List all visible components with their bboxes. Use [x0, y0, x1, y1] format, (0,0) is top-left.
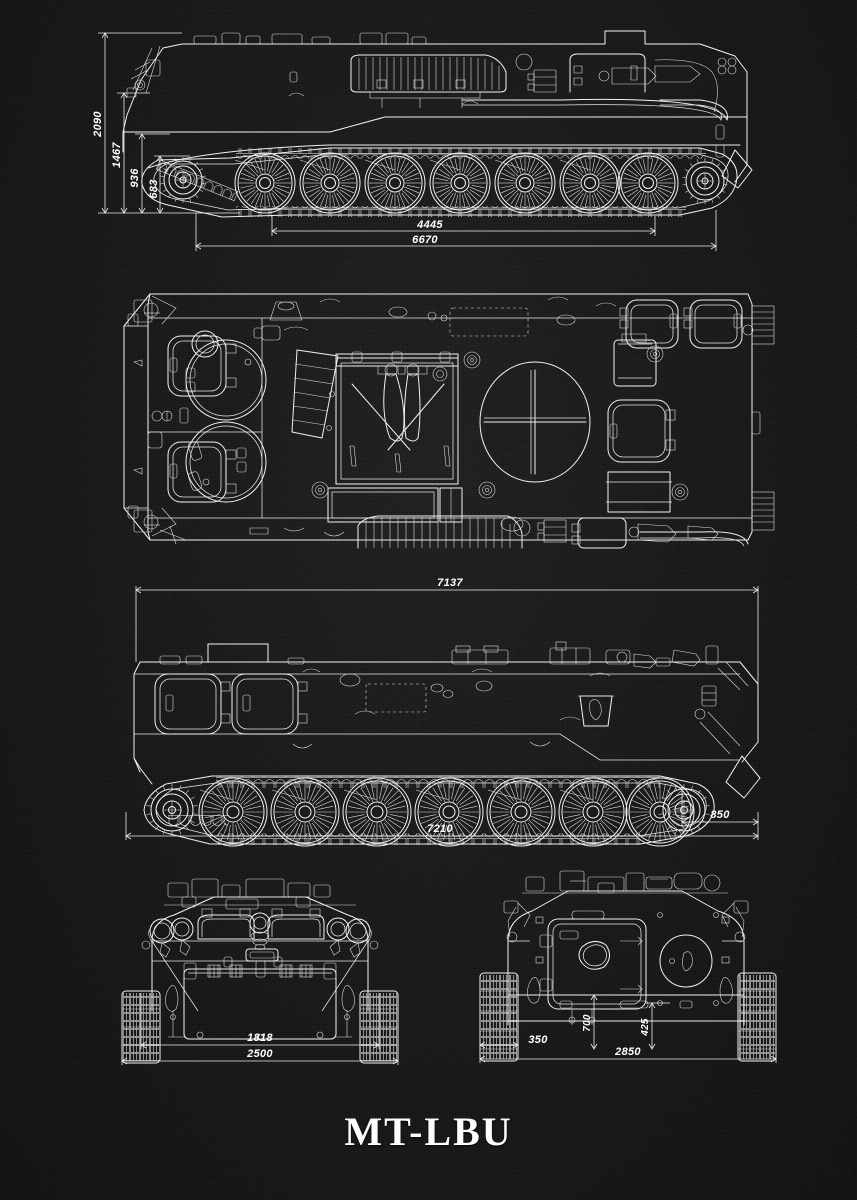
crew-hatches-plan — [167, 335, 237, 503]
rear-hatches-plan — [619, 299, 754, 349]
dimension-2090 — [98, 32, 240, 214]
page-title: MT-LBU — [344, 1109, 513, 1154]
dimension-label-1818: 1818 — [247, 1032, 273, 1044]
dimension-6670 — [195, 210, 717, 251]
track-blocks-rear — [479, 972, 777, 1062]
hull-outline-plan — [123, 293, 775, 541]
dimension-1467 — [117, 92, 150, 214]
inspection-ports-plan — [311, 345, 689, 501]
dimension-label-7210: 7210 — [427, 823, 453, 835]
headlights-front — [141, 917, 379, 958]
dimension-label-7137: 7137 — [437, 577, 463, 589]
dimension-700 — [588, 994, 612, 1050]
trim-vane-front — [183, 956, 337, 1041]
view-side-left: 7137 7210 850 — [0, 562, 857, 855]
dimension-7137 — [135, 586, 759, 684]
dimension-4445 — [271, 216, 656, 236]
turret-ring-plan — [479, 361, 591, 483]
louvre-ramp-plan — [291, 349, 339, 439]
deck-fittings-side-right — [126, 32, 753, 189]
hull-outline-rear — [507, 890, 745, 1026]
dimension-label-850: 850 — [710, 809, 730, 821]
running-gear-side-right — [141, 145, 738, 221]
dimension-1818 — [140, 993, 380, 1049]
dimensions-side-left: 7137 7210 850 — [125, 577, 759, 840]
idler-wheel — [681, 157, 729, 205]
grab-handle-front — [245, 948, 279, 962]
hull-side-detail-left — [154, 641, 761, 799]
circular-port-rear — [659, 934, 713, 988]
front-corner-fittings — [127, 295, 187, 545]
rear-door — [539, 910, 647, 1025]
dimensions-rear: 700 425 350 2850 — [479, 994, 777, 1063]
roof-fittings-rear — [522, 870, 728, 894]
tow-cable — [461, 59, 728, 122]
dimension-label-1467: 1467 — [111, 142, 123, 168]
equipment-platform-plan — [335, 351, 459, 485]
view-rear: 700 425 350 2850 — [460, 845, 800, 1075]
dimension-936 — [135, 133, 170, 214]
roof-fittings-front — [164, 878, 356, 910]
engine-louvres — [350, 54, 507, 108]
view-front: 1818 2500 — [90, 845, 430, 1075]
hatch-covers-front — [197, 908, 325, 940]
dimension-683 — [154, 155, 190, 214]
deck-details-left — [133, 359, 189, 475]
dimension-2850 — [479, 1035, 777, 1063]
dimension-850 — [681, 786, 759, 826]
hull-outline-side-right — [122, 30, 748, 183]
dimension-2500 — [121, 1033, 399, 1065]
dimension-label-350: 350 — [528, 1034, 548, 1046]
dimension-label-2090: 2090 — [92, 111, 104, 138]
latch-rods-rear — [527, 977, 733, 1004]
dimensions-side-right: 2090 1467 936 683 4445 — [92, 32, 717, 251]
view-side-right: 2090 1467 936 683 4445 — [0, 0, 857, 280]
engine-louvres-plan — [357, 515, 749, 549]
dimension-425 — [646, 1002, 670, 1050]
hatch-rings-plan — [185, 330, 267, 503]
running-gear-side-left — [143, 769, 715, 855]
misc-deck-items-plan — [249, 296, 617, 537]
small-fixings-rear — [535, 912, 730, 1009]
dimension-label-4445: 4445 — [416, 219, 443, 231]
dimension-label-2500: 2500 — [246, 1048, 273, 1060]
latch-rods-front — [165, 985, 355, 1038]
dimension-label-2850: 2850 — [614, 1046, 641, 1058]
dimension-label-700: 700 — [582, 1014, 593, 1032]
right-deck-fittings-plan — [606, 333, 676, 513]
view-plan-top — [0, 282, 857, 550]
dimension-label-936: 936 — [129, 168, 141, 188]
dimension-label-683: 683 — [148, 179, 160, 198]
dimension-7210 — [125, 812, 759, 840]
dimensions-front: 1818 2500 — [121, 993, 399, 1065]
dimension-label-6670: 6670 — [412, 234, 438, 246]
tow-cable-plan — [571, 517, 749, 549]
dimension-label-425: 425 — [640, 1018, 651, 1037]
stowage-boxes-plan — [327, 487, 463, 523]
